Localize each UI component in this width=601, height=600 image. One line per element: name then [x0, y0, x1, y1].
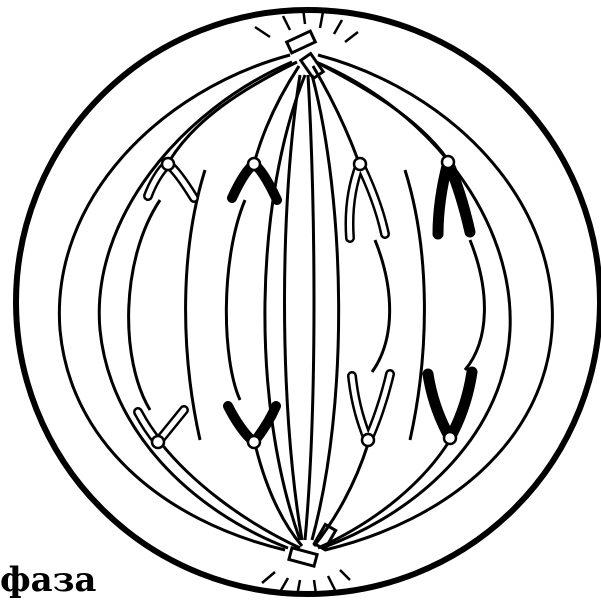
- chromosome-top-1-icon: [148, 158, 194, 198]
- chromosome-bottom-4-icon: [428, 372, 472, 444]
- chromosome-bottom-2-icon: [228, 406, 276, 448]
- spindle-fibers-icon: [59, 55, 552, 550]
- chromosome-bottom-3-icon: [352, 374, 390, 446]
- chromosome-top-2-icon: [232, 158, 277, 200]
- chromosome-top-3-icon: [349, 158, 385, 238]
- chromosome-top-4-icon: [438, 156, 470, 234]
- phase-caption: фаза: [0, 560, 96, 600]
